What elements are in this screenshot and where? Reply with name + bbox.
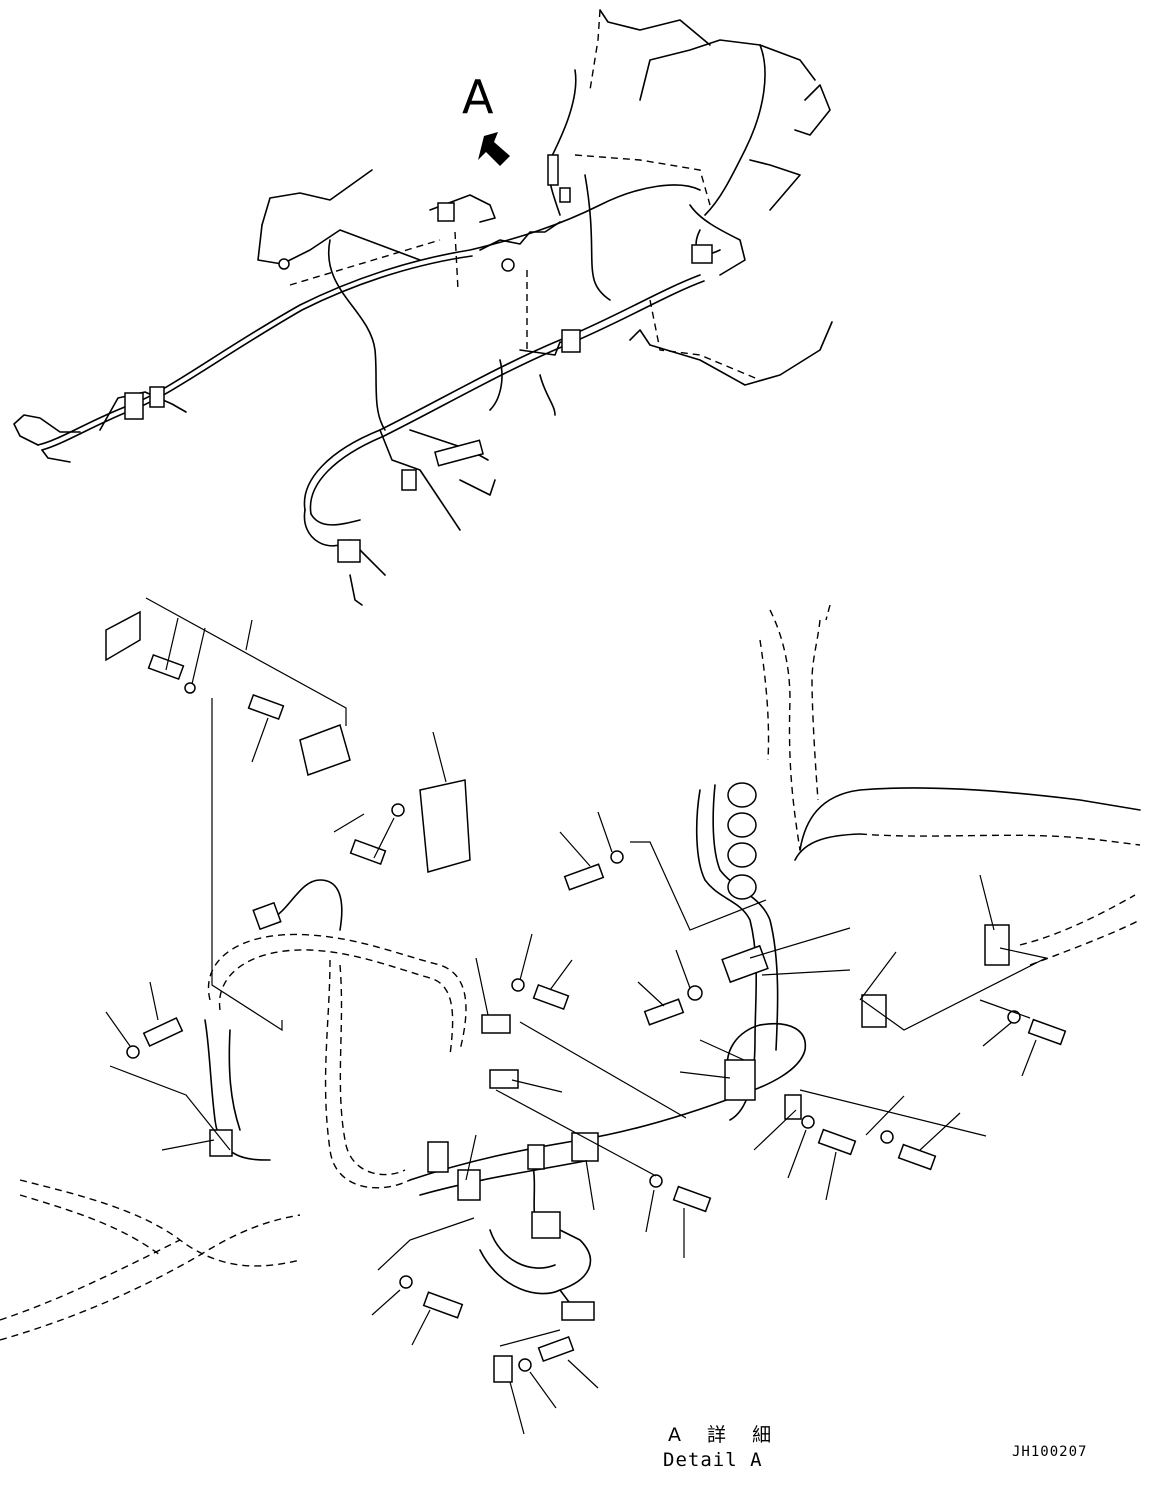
view-direction-arrow-icon	[478, 132, 510, 166]
drawing-number: JH100207	[1012, 1444, 1088, 1460]
detail-label-jp: A 詳 細	[668, 1424, 782, 1446]
washers	[126, 682, 1021, 1372]
bolts	[142, 653, 1067, 1363]
view-letter: A	[462, 70, 494, 124]
detail-label-en: Detail A	[663, 1449, 763, 1471]
leader-lines	[105, 597, 1048, 1435]
detail-a-assembly	[0, 597, 1141, 1435]
overview-harness	[13, 9, 833, 606]
